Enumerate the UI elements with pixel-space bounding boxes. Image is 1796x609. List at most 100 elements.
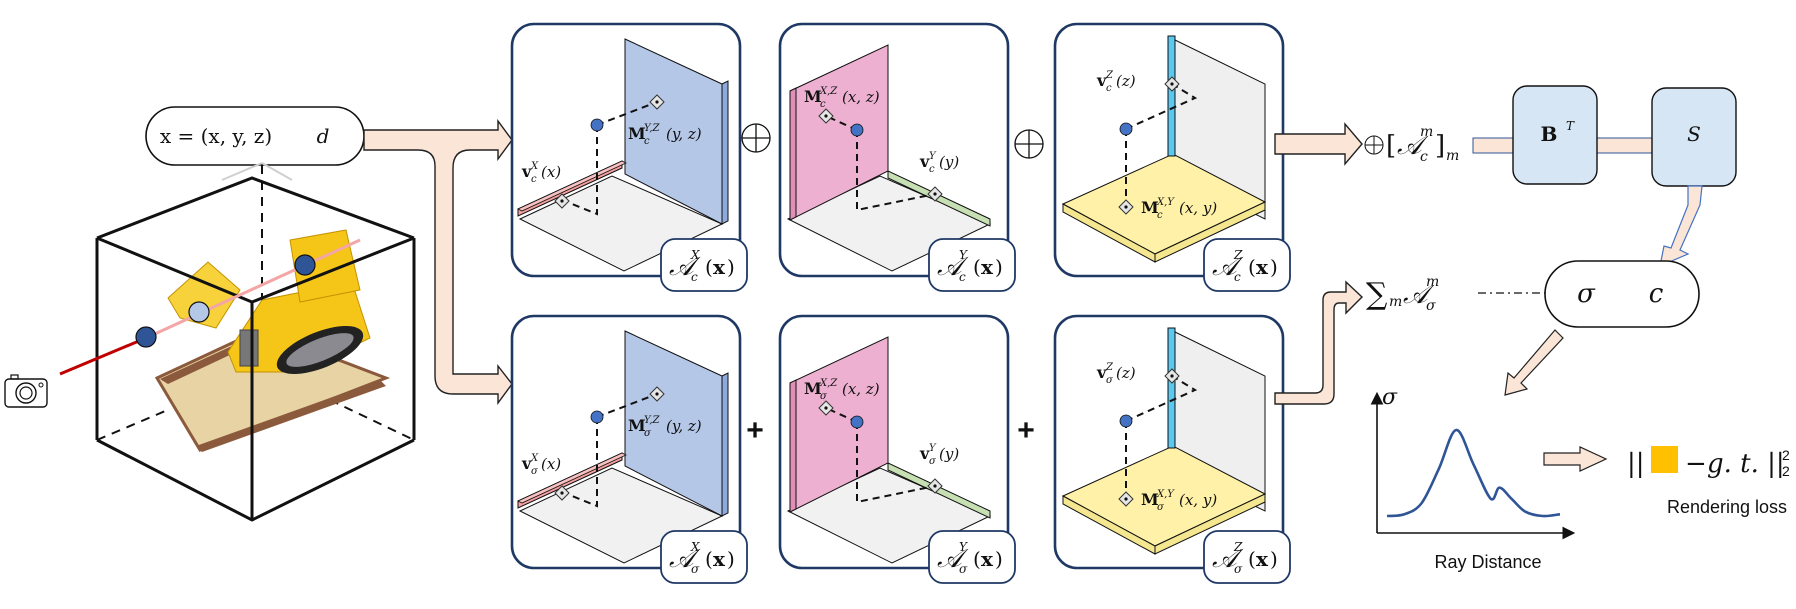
tag-close: ) [1270,255,1278,279]
color-concat-close-sub: m [1446,148,1459,164]
vector-label-sub: c [929,164,935,175]
tag-close: ) [727,255,735,279]
vector-label-sub: c [1106,83,1112,94]
panel-tag: 𝒜σZ(x) [1203,530,1291,584]
color-concat-label: [ 𝒜 c m ] m [1364,124,1459,165]
tag-sub: c [691,270,698,284]
vector-label-sup: Z [1105,70,1114,81]
color-concat-close: ] [1435,131,1445,161]
y-vector [887,170,991,227]
tag-arg: x [1256,255,1269,279]
input-pill: x = (x, y, z) d [145,106,365,166]
density-sum-label: ∑ m 𝒜 σ m [1366,274,1439,314]
query-point [850,415,864,429]
vector-label-arg: (z) [1116,72,1136,90]
density-curve [1386,428,1561,518]
color-concat-sup: m [1420,124,1433,140]
direction-label: d [317,124,330,148]
matrix-label-sup: X,Y [1156,197,1175,208]
shading-to-color-arrow [1659,185,1703,268]
tag-close: ) [995,547,1003,571]
tag-open: ( [1248,547,1256,571]
panel-tag: 𝒜cX(x) [660,238,748,292]
tag-arg: x [981,255,994,279]
tag-open: ( [705,547,713,571]
tag-sup: Y [959,540,968,554]
panel-tag: 𝒜cY(x) [928,238,1016,292]
vector-label-main: v [1096,363,1107,382]
matrix-label-sub: c [1157,210,1163,221]
tag-sub: c [1234,270,1241,284]
matrix-label-arg: (x, y) [1179,491,1217,509]
z-vector [1167,35,1176,157]
vector-label-sup: Y [929,443,937,454]
tag-sup: Z [1233,248,1243,262]
density-sum-sub2: σ [1426,298,1436,314]
vector-label-arg: (y) [939,153,959,171]
vector-label-sup: X [530,453,539,464]
tag-arg: x [713,255,726,279]
vector-label-sub: σ [531,466,539,477]
basis-label: B [1541,122,1558,146]
ray-sample-point [294,254,316,276]
vector-label-main: v [1096,71,1107,90]
matrix-label: McX,Z(x, z) [804,86,880,110]
vector-label-sub: σ [929,456,937,467]
query-point [590,410,604,424]
tag-sub: σ [959,562,968,576]
output-node: σ c [1544,260,1700,328]
direct-sum-operator [741,123,771,153]
density-output-arrow [1274,280,1364,405]
panel-tag: 𝒜cZ(x) [1203,238,1291,292]
direct-sum-operator [1014,129,1044,159]
pill-to-cube-connector [221,162,293,181]
matrix-label-main: M [628,124,646,143]
vector-label-main: v [919,444,930,463]
x-axis-label: Ray Distance [1434,552,1541,572]
matrix-label-main: M [804,87,822,106]
matrix-label-sub: σ [820,391,828,402]
camera-icon [4,374,48,408]
loss-caption: Rendering loss [1667,497,1787,517]
tag-arg: x [713,547,726,571]
loss-sup: 2 [1782,447,1790,463]
loss-norm-open: || [1627,449,1645,479]
tag-sub: c [959,270,966,284]
tag-sup: Z [1233,540,1243,554]
query-point [1119,122,1133,136]
matrix-label-sub: σ [644,428,652,439]
tag-close: ) [727,547,735,571]
color-concat-sub: c [1420,149,1428,165]
matrix-label-main: M [1141,490,1159,509]
basis-sup: T [1566,119,1575,133]
matrix-label: McY,Z(y, z) [628,123,702,147]
density-sum-sub: m [1389,294,1402,310]
tag-sub: σ [691,562,700,576]
tag-arg: x [981,547,994,571]
query-point [850,123,864,137]
split-arrow [363,118,513,406]
vector-label-arg: (z) [1116,364,1136,382]
matrix-label-main: M [1141,198,1159,217]
vector-label-sub: c [531,174,537,185]
tag-close: ) [1270,547,1278,571]
matrix-label-sub: c [820,99,826,110]
matrix-label-sup: Y,Z [644,123,660,134]
query-point [1119,414,1133,428]
plot-to-loss-arrow [1543,446,1608,472]
output-color: c [1649,279,1664,309]
node-to-plot-arrow [1504,329,1564,396]
y-vector [887,462,991,519]
shading-function-block: S [1651,87,1737,187]
tag-open: ( [973,255,981,279]
tag-sup: Y [959,248,968,262]
